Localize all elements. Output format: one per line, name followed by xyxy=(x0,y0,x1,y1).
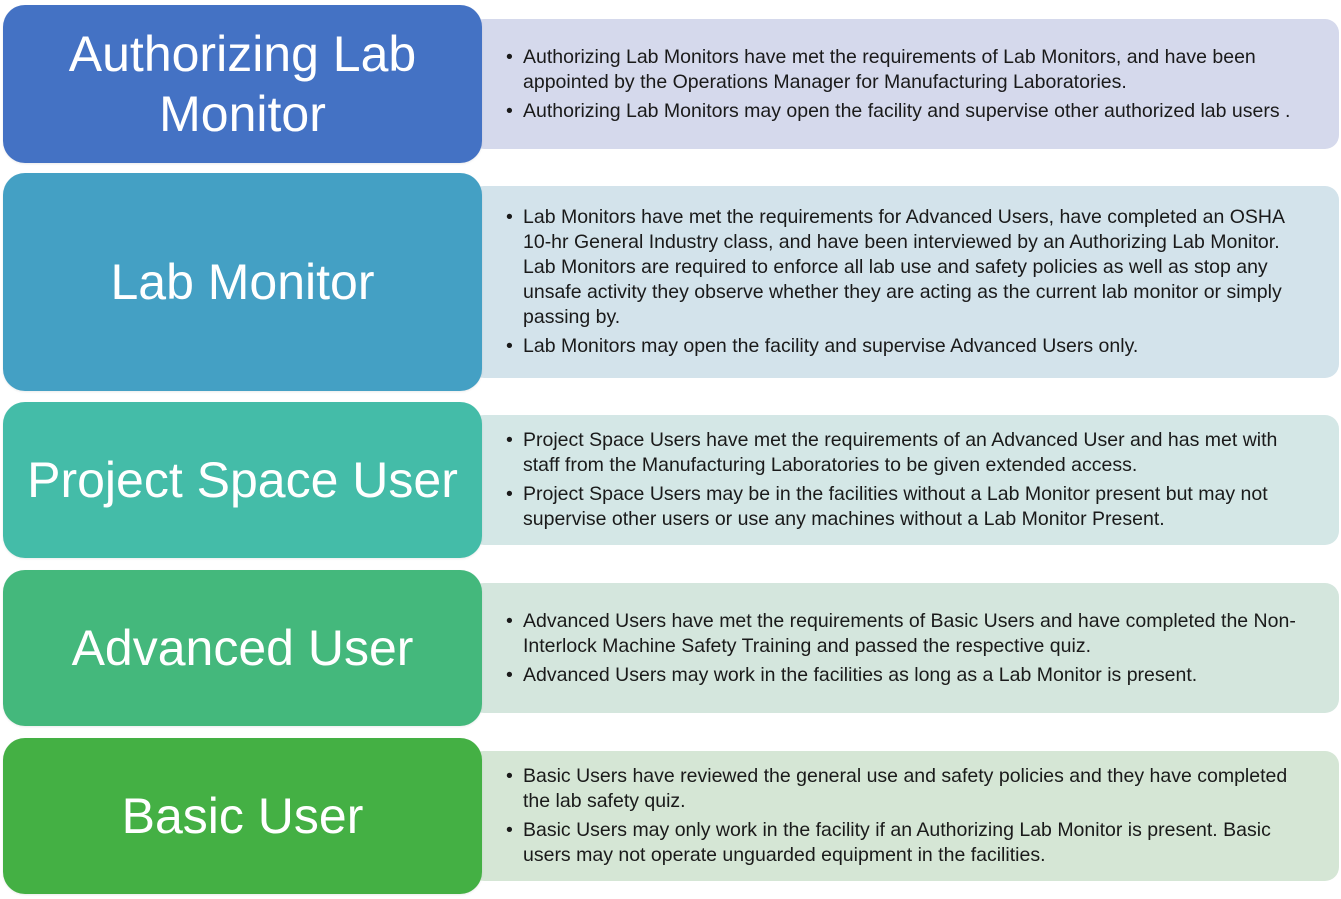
level-title: Lab Monitor xyxy=(110,254,375,310)
level-box: Lab Monitor xyxy=(3,173,482,391)
level-description-panel: Basic Users have reviewed the general us… xyxy=(470,751,1339,881)
description-list: Basic Users have reviewed the general us… xyxy=(506,764,1317,868)
level-row-advanced-user: Advanced User Advanced Users have met th… xyxy=(0,570,1341,726)
level-title: Project Space User xyxy=(27,452,458,508)
level-row-basic-user: Basic User Basic Users have reviewed the… xyxy=(0,738,1341,894)
level-description-panel: Project Space Users have met the require… xyxy=(470,415,1339,545)
description-bullet: Advanced Users may work in the facilitie… xyxy=(506,663,1317,688)
description-list: Lab Monitors have met the requirements f… xyxy=(506,205,1317,359)
description-bullet: Authorizing Lab Monitors have met the re… xyxy=(506,45,1317,95)
description-list: Project Space Users have met the require… xyxy=(506,428,1317,532)
level-title: Authorizing Lab Monitor xyxy=(68,26,417,142)
description-bullet: Basic Users may only work in the facilit… xyxy=(506,818,1317,868)
level-box: Basic User xyxy=(3,738,482,894)
level-box: Project Space User xyxy=(3,402,482,558)
level-title: Basic User xyxy=(121,788,364,844)
description-bullet: Project Space Users may be in the facili… xyxy=(506,482,1317,532)
level-box: Authorizing Lab Monitor xyxy=(3,5,482,163)
level-row-authorizing-lab-monitor: Authorizing Lab Monitor Authorizing Lab … xyxy=(0,5,1341,163)
description-bullet: Lab Monitors may open the facility and s… xyxy=(506,334,1317,359)
description-bullet: Lab Monitors have met the requirements f… xyxy=(506,205,1317,330)
level-description-panel: Advanced Users have met the requirements… xyxy=(470,583,1339,713)
level-description-panel: Authorizing Lab Monitors have met the re… xyxy=(470,19,1339,149)
description-list: Advanced Users have met the requirements… xyxy=(506,609,1317,688)
description-bullet: Advanced Users have met the requirements… xyxy=(506,609,1317,659)
description-bullet: Authorizing Lab Monitors may open the fa… xyxy=(506,99,1317,124)
level-description-panel: Lab Monitors have met the requirements f… xyxy=(470,186,1339,378)
description-bullet: Basic Users have reviewed the general us… xyxy=(506,764,1317,814)
level-title: Advanced User xyxy=(71,620,414,676)
description-bullet: Project Space Users have met the require… xyxy=(506,428,1317,478)
level-row-lab-monitor: Lab Monitor Lab Monitors have met the re… xyxy=(0,173,1341,391)
description-list: Authorizing Lab Monitors have met the re… xyxy=(506,45,1317,124)
level-box: Advanced User xyxy=(3,570,482,726)
level-row-project-space-user: Project Space User Project Space Users h… xyxy=(0,402,1341,558)
